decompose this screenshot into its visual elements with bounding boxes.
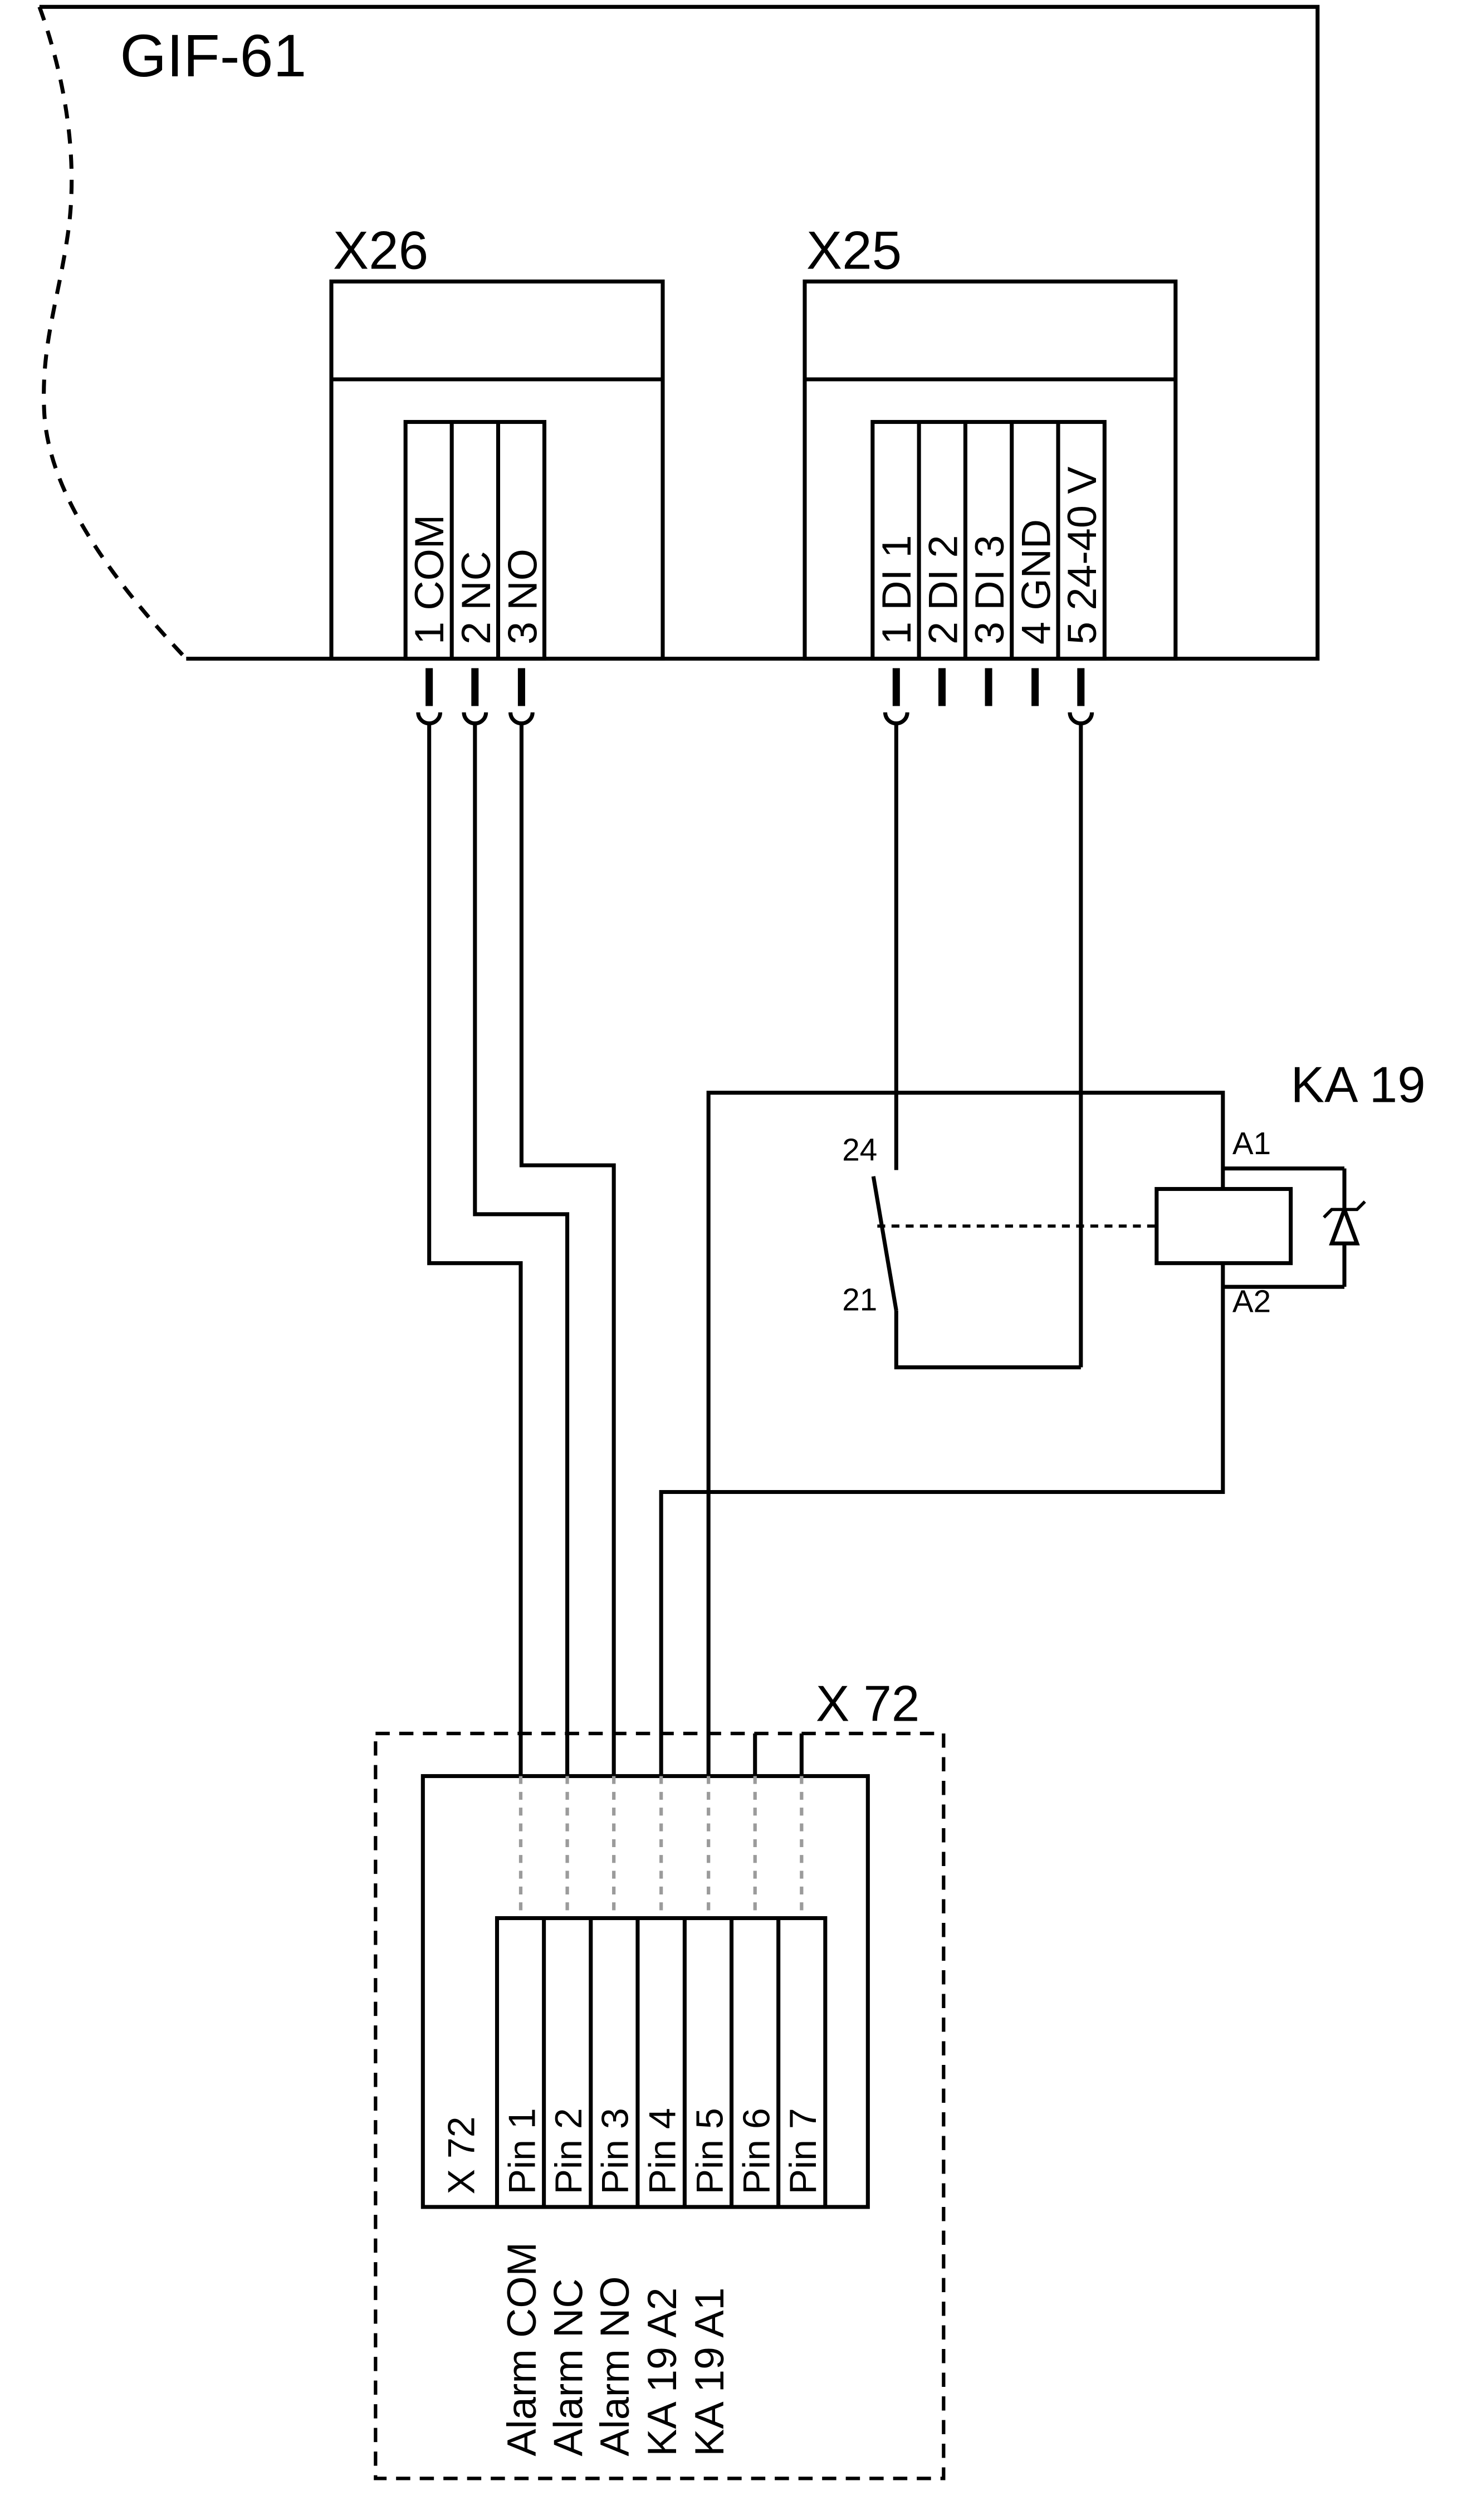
relay-coil xyxy=(1154,1186,1293,1266)
x26-terminal-label-1: 1 COM xyxy=(406,515,452,644)
wire-ka19-a2 xyxy=(659,1263,1225,1776)
gif61-break-curve xyxy=(37,6,188,660)
relay-contact-blade xyxy=(871,1176,898,1311)
x25-socket-5 xyxy=(1068,712,1094,726)
x26-terminal-block xyxy=(403,419,547,661)
gif61-box-outline xyxy=(39,4,1320,661)
relay-ka19: KA 19 24 21 A1 A2 xyxy=(842,1057,1425,1320)
relay-a1-label: A1 xyxy=(1232,1126,1271,1161)
x72-pin-label-6: Pin 6 xyxy=(735,2108,777,2194)
relay-suppressor-diode xyxy=(1222,1166,1366,1289)
x72-connector-label: X 72 xyxy=(440,2116,482,2194)
x25-terminal-label-3: 3 DI 3 xyxy=(966,535,1012,644)
x72-pin-label-1: Pin 1 xyxy=(501,2108,544,2194)
x72-title: X 72 xyxy=(816,1676,920,1732)
x25-terminal-label-2: 2 DI 2 xyxy=(919,535,966,644)
x26-terminal-label-3: 3 NO xyxy=(499,549,545,644)
x26-socket-2 xyxy=(462,712,488,726)
x72-signal-label-4: KA 19 A2 xyxy=(639,2288,685,2456)
x26-terminal-label-2: 2 NC xyxy=(453,551,499,644)
wire-alarm-no xyxy=(519,723,616,1776)
x72-pin-label-5: Pin 5 xyxy=(689,2108,731,2194)
relay-terminal-24-label: 24 xyxy=(842,1133,877,1168)
x72-connector: X 72 X 72 Pin 1 Pin 2 Pin 3 Pin 4 Pin 5 … xyxy=(374,1676,946,2480)
wire-alarm-com xyxy=(427,723,523,1776)
x72-signal-label-3: Alarm NO xyxy=(591,2276,638,2456)
x72-pin-label-4: Pin 4 xyxy=(642,2108,684,2194)
x26-socket-3 xyxy=(508,712,535,726)
x72-signal-label-2: Alarm NC xyxy=(545,2278,591,2456)
x72-boundary xyxy=(374,1731,946,2480)
x26-connector: X26 1 COM 2 NC 3 NO xyxy=(329,221,665,726)
x25-label: X25 xyxy=(806,221,902,281)
x25-terminal-block xyxy=(870,419,1107,661)
relay-a2-label: A2 xyxy=(1232,1285,1271,1320)
wire-ka19-a1 xyxy=(706,1091,1225,1776)
gif61-enclosure: GIF-61 xyxy=(37,4,1320,661)
x25-terminal-label-1: 1 DI 1 xyxy=(873,535,919,644)
x25-connector: X25 1 DI 1 2 DI 2 3 DI 3 4 GND 5 24-40 V xyxy=(803,221,1178,726)
x25-terminal-label-4: 4 GND xyxy=(1013,519,1059,644)
wire-alarm-nc xyxy=(473,723,570,1776)
x26-label: X26 xyxy=(333,221,428,281)
wire-contact-to-supply xyxy=(894,1310,1081,1370)
diode-cathode-bar xyxy=(1323,1200,1366,1219)
gif61-title: GIF-61 xyxy=(120,22,306,89)
relay-title: KA 19 xyxy=(1291,1057,1426,1114)
x25-socket-1 xyxy=(883,712,909,726)
x72-pin-label-2: Pin 2 xyxy=(547,2108,590,2194)
x26-socket-1 xyxy=(416,712,443,726)
x72-terminal-block xyxy=(495,1916,828,2209)
x25-terminal-label-5: 5 24-40 V xyxy=(1059,467,1105,644)
x72-pin-label-3: Pin 3 xyxy=(594,2108,637,2194)
x72-signal-label-5: KA 19 A1 xyxy=(686,2288,732,2456)
relay-terminal-21-label: 21 xyxy=(842,1283,877,1318)
wires xyxy=(427,723,1225,1776)
x72-signal-label-1: Alarm COM xyxy=(498,2242,545,2456)
diode-triangle xyxy=(1329,1204,1360,1246)
x72-pin-label-7: Pin 7 xyxy=(782,2108,824,2194)
